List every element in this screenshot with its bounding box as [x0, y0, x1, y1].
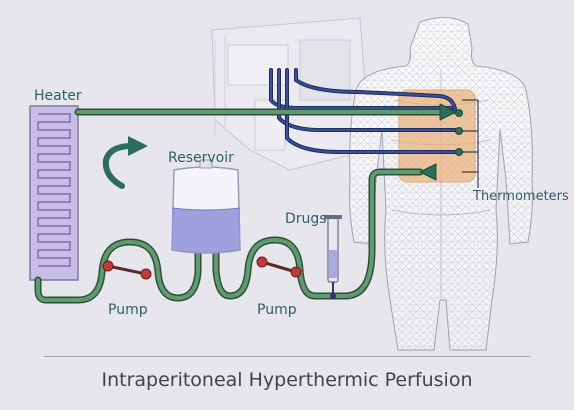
thermometer-probes [269, 68, 457, 154]
reservoir-bag [171, 159, 241, 254]
drugs-label: Drugs [285, 211, 327, 227]
diagram-title: Intraperitoneal Hyperthermic Perfusion [101, 369, 473, 391]
probe-tips [455, 109, 463, 156]
thermometer-leaders [462, 99, 479, 188]
pump-right-label: Pump [257, 302, 297, 318]
pump-left-label: Pump [108, 302, 148, 318]
caption-divider [44, 356, 530, 357]
heater-unit [29, 105, 79, 281]
pump-left [102, 260, 152, 280]
pump-right [256, 256, 302, 278]
patient-body [349, 17, 533, 351]
reservoir-label: Reservoir [168, 150, 234, 166]
perfusion-tubing [34, 103, 457, 304]
background-machine [211, 17, 371, 171]
thermometers-label: Thermometers [473, 189, 569, 204]
heater-label: Heater [34, 88, 82, 104]
recirculation-arrow [102, 136, 148, 189]
drugs-syringe [324, 215, 342, 299]
